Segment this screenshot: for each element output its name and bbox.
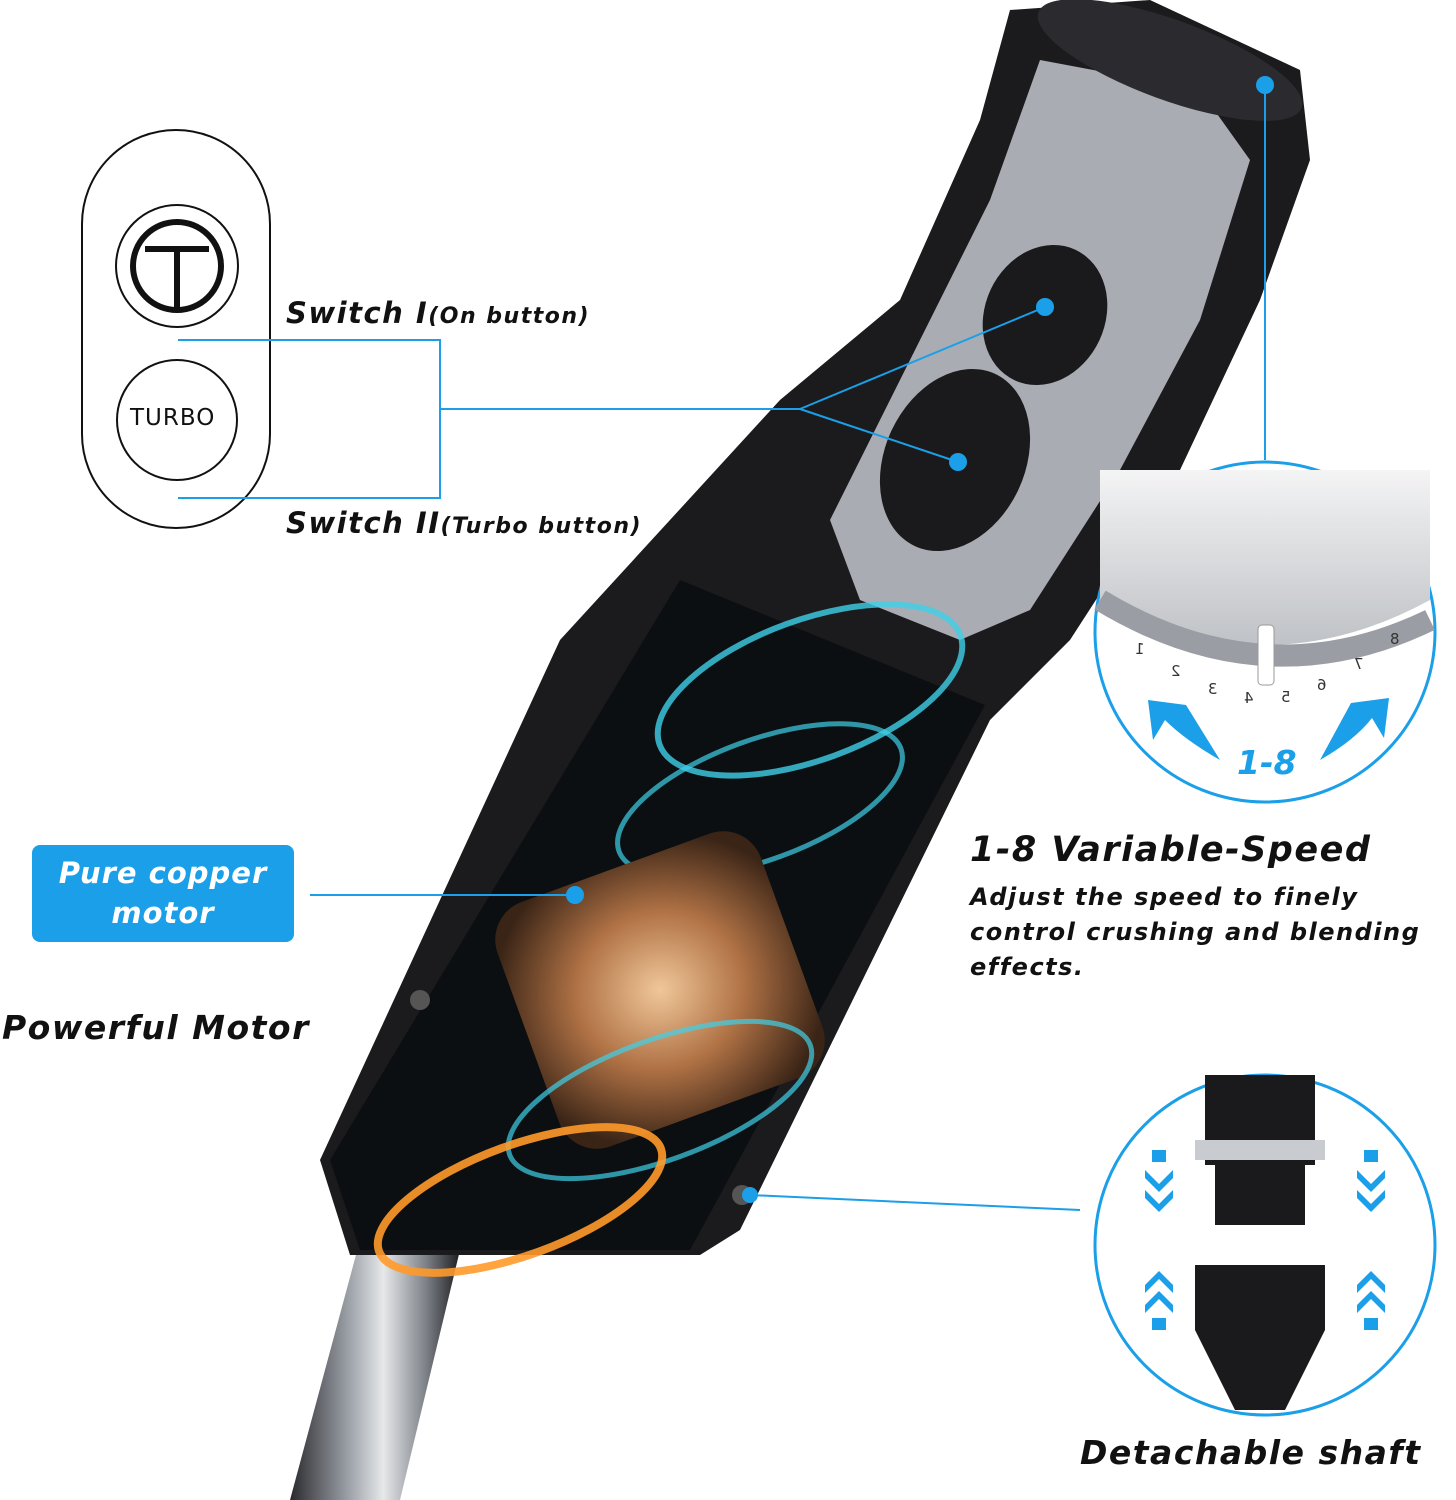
blender-shaft [290,1240,460,1500]
variable-speed-title: 1-8 Variable-Speed [970,830,1372,870]
dial-number: 1 [1135,640,1145,658]
switch-2-title: Switch II [286,506,441,540]
pure-copper-motor-badge: Pure copper motor [32,845,294,942]
speed-dial-callout [1093,460,1437,804]
detachable-shaft-title: Detachable shaft [1080,1433,1422,1472]
switch-1-label: Switch I(On button) [286,296,590,330]
dial-pointer [1257,624,1275,686]
control-panel-diagram [81,129,271,529]
speed-range-label: 1-8 [1237,743,1297,782]
powerful-motor-title: Powerful Motor [2,1008,310,1047]
dial-number: 2 [1171,662,1181,681]
dial-number: 8 [1390,630,1400,648]
dial-number: 5 [1280,687,1291,706]
detachable-shaft-callout [1093,1073,1437,1417]
switch-2-label: Switch II(Turbo button) [286,506,642,540]
dial-number: 3 [1207,680,1218,699]
variable-speed-description: Adjust the speed to finely control crush… [970,883,1421,981]
switch-1-subtitle: (On button) [428,304,591,329]
dial-number: 7 [1353,655,1364,674]
dial-number: 6 [1317,675,1327,694]
switch-1-title: Switch I [286,296,429,330]
t-circle-icon [130,219,224,313]
turbo-button-label: TURBO [130,405,216,431]
dial-number: 4 [1244,689,1254,708]
switch-2-subtitle: (Turbo button) [440,514,643,539]
